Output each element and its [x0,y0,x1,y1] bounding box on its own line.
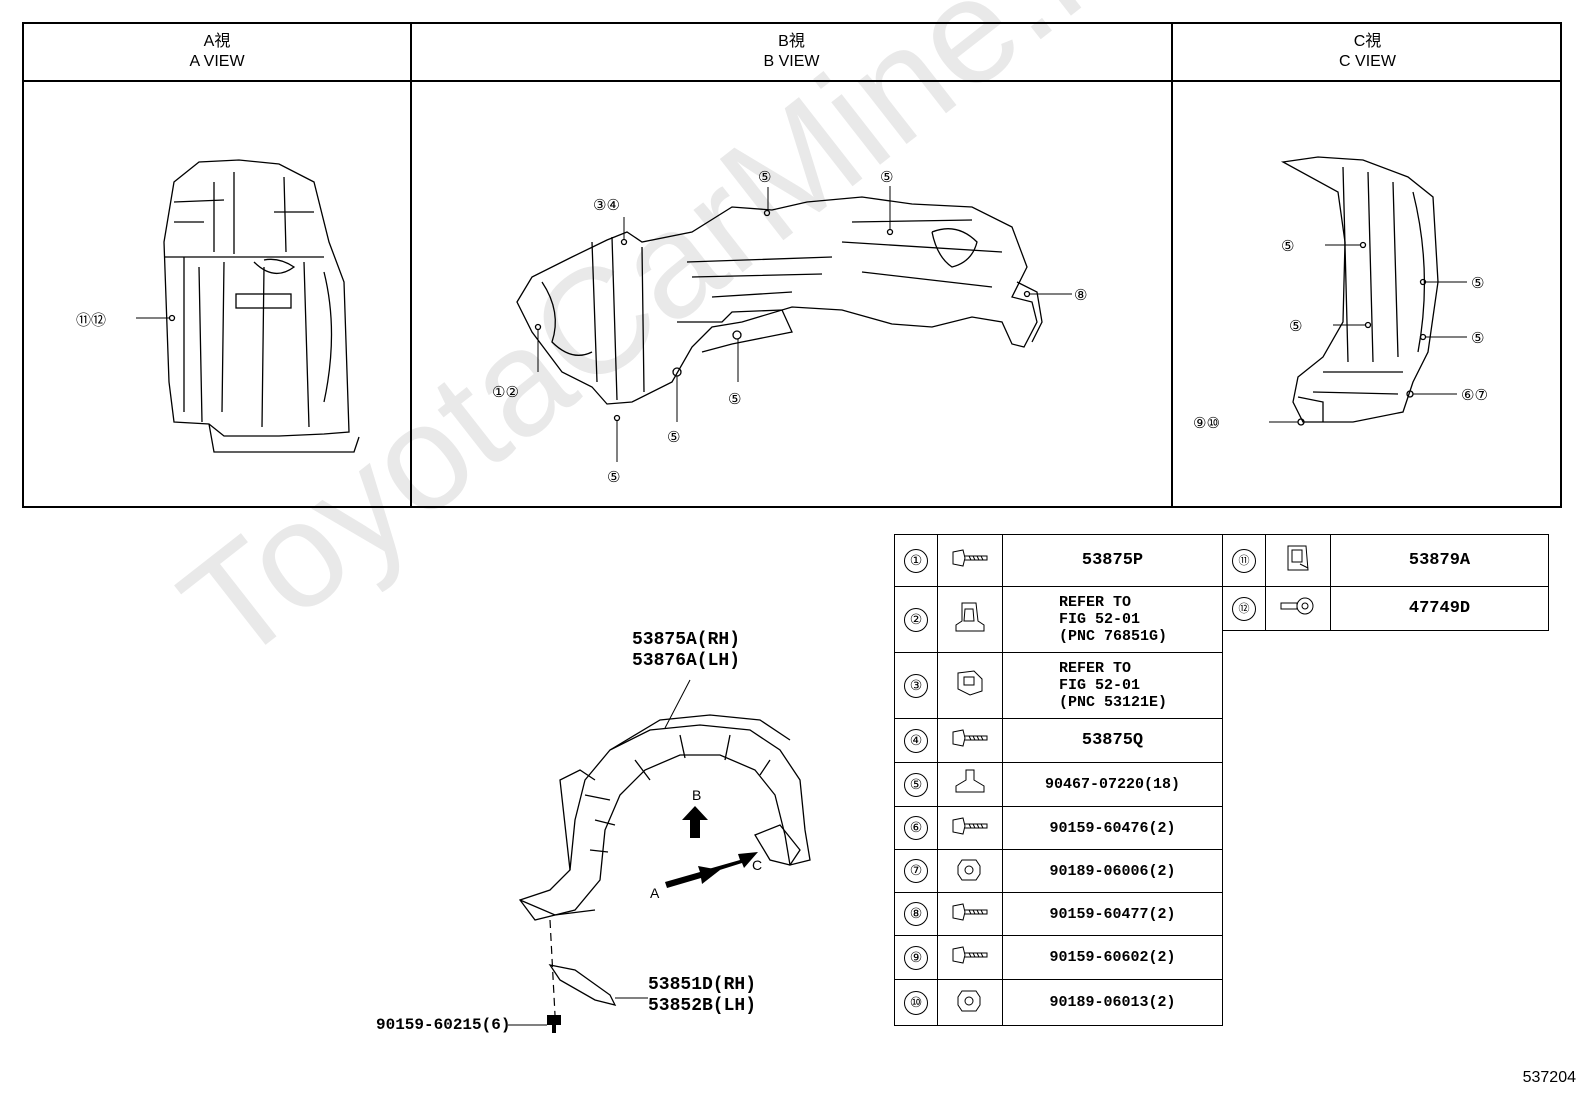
row-number: ⑪ [1232,548,1256,573]
part-number: 90467-07220(18) [1002,762,1223,807]
row-number: ⑩ [904,990,928,1015]
c-callout-5b: ⑤ [1471,274,1484,292]
table-row: ⑦ 90189-06006(2) [894,849,1223,893]
reference-line: (PNC 76851G) [1059,628,1168,645]
row-number: ② [904,607,928,632]
row-number: ⑦ [904,859,928,883]
part-number: 90189-06006(2) [1002,849,1223,893]
part-number: 90159-60476(2) [1002,806,1223,850]
b-view: B視 B VIEW [412,24,1173,506]
nut-icon [937,979,1003,1026]
views-panel: A視 A VIEW ⑪⑫ [22,22,1562,508]
liner-rh-label: 53875A(RH) [632,630,741,650]
table-row: ⑫ 47749D [1222,586,1549,631]
row-number: ⑥ [904,816,928,840]
b-callout-5e: ⑤ [607,468,620,486]
seal-lh-label: 53852B(LH) [648,996,757,1016]
b-callout-1-2: ①② [492,383,519,401]
table-row: ⑥ 90159-60476(2) [894,806,1223,850]
c-callout-5d: ⑤ [1471,329,1484,347]
part-number: 53879A [1330,534,1549,587]
main-drawing: B A C [508,679,811,1033]
part-number-reference: REFER TO FIG 52-01 (PNC 53121E) [1002,652,1223,719]
bolt-icon [937,534,1003,587]
fastener-table-right: ⑪ 53879A ⑫ 47749D [1222,534,1549,631]
reference-line: FIG 52-01 [1059,677,1141,694]
c-callout-5a: ⑤ [1281,237,1294,255]
row-number: ① [904,548,928,573]
clip-icon [937,652,1003,719]
b-callout-5b: ⑤ [880,168,893,186]
c-callout-9-10: ⑨⑩ [1193,414,1220,432]
table-row: ⑤ 90467-07220(18) [894,762,1223,807]
row-number: ⑤ [904,772,928,797]
b-callout-5c: ⑤ [728,390,741,408]
table-row: ⑧ 90159-60477(2) [894,892,1223,936]
c-view-jp-title: C視 [1353,33,1382,50]
b-view-jp-title: B視 [778,33,805,50]
b-callout-5d: ⑤ [667,428,680,446]
bolt-icon [937,935,1003,980]
c-callout-6-7: ⑥⑦ [1461,386,1488,404]
table-row: ① 53875P [894,534,1223,587]
arrow-a-label: A [650,885,660,901]
row-number: ⑧ [904,902,928,926]
c-callout-5c: ⑤ [1289,317,1302,335]
table-row: ② REFER TO FIG 52-01 (PNC 76851G) [894,586,1223,653]
b-callout-3-4: ③④ [593,196,620,214]
c-view-drawing: ⑤ ⑤ ⑤ ⑤ ⑥⑦ ⑨⑩ [1193,156,1488,432]
b-callout-8: ⑧ [1074,286,1087,304]
c-view-en-title: C VIEW [1339,53,1396,70]
b-view-drawing: ③④ ⑤ ⑤ ⑤ ⑤ ⑤ ①② ⑧ [492,168,1087,486]
c-view: C視 C VIEW [1173,24,1562,506]
table-row: ⑪ 53879A [1222,534,1549,587]
fastener-table-left: ① 53875P ② REFER TO FIG 52-01 (PNC 76851… [894,534,1223,1026]
part-number: 53875P [1002,534,1223,587]
part-number: 90159-60477(2) [1002,892,1223,936]
c-view-header: C視 C VIEW [1173,24,1562,82]
table-row: ⑨ 90159-60602(2) [894,935,1223,980]
bolt-icon [937,892,1003,936]
liner-lh-label: 53876A(LH) [632,651,741,671]
clip-icon [937,586,1003,653]
clip-icon [1265,534,1331,587]
arrow-c-label: C [752,857,762,873]
table-row: ③ REFER TO FIG 52-01 (PNC 53121E) [894,652,1223,719]
nut-icon [937,849,1003,893]
b-callout-5a: ⑤ [758,168,771,186]
table-row: ⑩ 90189-06013(2) [894,979,1223,1026]
a-view-drawing: ⑪⑫ [76,159,360,453]
a-view: A視 A VIEW ⑪⑫ [24,24,412,506]
part-number: 90159-60602(2) [1002,935,1223,980]
document-number: 537204 [1522,1069,1576,1086]
part-number: 90189-06013(2) [1002,979,1223,1026]
a-view-header: A視 A VIEW [24,24,410,82]
arrow-b-label: B [692,787,701,803]
b-view-header: B視 B VIEW [412,24,1171,82]
a-view-en-title: A VIEW [189,53,245,70]
row-number: ⑫ [1232,596,1256,621]
reference-line: REFER TO [1059,660,1132,677]
bolt-icon [937,718,1003,763]
b-view-en-title: B VIEW [763,53,820,70]
a-callout-11-12: ⑪⑫ [76,311,106,329]
row-number: ⑨ [904,945,928,970]
push-clip-icon [937,762,1003,807]
reference-line: (PNC 53121E) [1059,694,1168,711]
seal-rh-label: 53851D(RH) [648,975,757,995]
row-number: ④ [904,728,928,753]
reference-line: FIG 52-01 [1059,611,1141,628]
part-number-reference: REFER TO FIG 52-01 (PNC 76851G) [1002,586,1223,653]
rivet-icon [1265,586,1331,631]
table-row: ④ 53875Q [894,718,1223,763]
part-number: 53875Q [1002,718,1223,763]
reference-line: REFER TO [1059,594,1132,611]
row-number: ③ [904,673,928,698]
bolt-icon [937,806,1003,850]
a-view-jp-title: A視 [203,33,231,50]
screw-label: 90159-60215(6) [376,1016,511,1034]
part-number: 47749D [1330,586,1549,631]
